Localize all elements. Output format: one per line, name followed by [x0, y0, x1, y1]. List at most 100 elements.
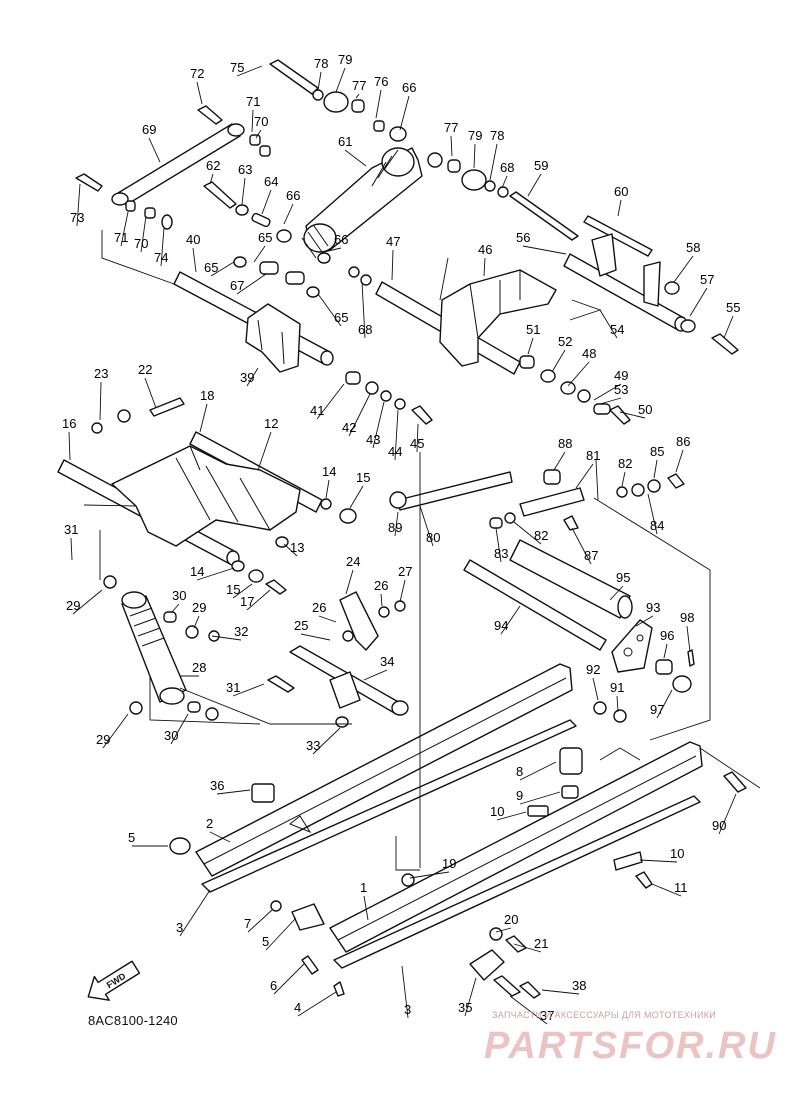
callout-90[interactable]: 90: [712, 818, 726, 833]
callout-64[interactable]: 64: [264, 174, 278, 189]
callout-34[interactable]: 34: [380, 654, 394, 669]
callout-88[interactable]: 88: [558, 436, 572, 451]
callout-65[interactable]: 65: [258, 230, 272, 245]
callout-20[interactable]: 20: [504, 912, 518, 927]
callout-4[interactable]: 4: [294, 1000, 301, 1015]
callout-81[interactable]: 81: [586, 448, 600, 463]
callout-33[interactable]: 33: [306, 738, 320, 753]
callout-58[interactable]: 58: [686, 240, 700, 255]
callout-54[interactable]: 54: [610, 322, 624, 337]
callout-13[interactable]: 13: [290, 540, 304, 555]
callout-84[interactable]: 84: [650, 518, 664, 533]
callout-80[interactable]: 80: [426, 530, 440, 545]
callout-15[interactable]: 15: [226, 582, 240, 597]
callout-57[interactable]: 57: [700, 272, 714, 287]
callout-68[interactable]: 68: [358, 322, 372, 337]
callout-29[interactable]: 29: [96, 732, 110, 747]
callout-12[interactable]: 12: [264, 416, 278, 431]
callout-6[interactable]: 6: [270, 978, 277, 993]
callout-95[interactable]: 95: [616, 570, 630, 585]
callout-79[interactable]: 79: [338, 52, 352, 67]
callout-71[interactable]: 71: [246, 94, 260, 109]
callout-55[interactable]: 55: [726, 300, 740, 315]
callout-31[interactable]: 31: [64, 522, 78, 537]
callout-31[interactable]: 31: [226, 680, 240, 695]
callout-70[interactable]: 70: [134, 236, 148, 251]
callout-66[interactable]: 66: [334, 232, 348, 247]
callout-19[interactable]: 19: [442, 856, 456, 871]
callout-91[interactable]: 91: [610, 680, 624, 695]
callout-69[interactable]: 69: [142, 122, 156, 137]
callout-38[interactable]: 38: [572, 978, 586, 993]
callout-65[interactable]: 65: [334, 310, 348, 325]
callout-5[interactable]: 5: [128, 830, 135, 845]
callout-98[interactable]: 98: [680, 610, 694, 625]
callout-36[interactable]: 36: [210, 778, 224, 793]
callout-48[interactable]: 48: [582, 346, 596, 361]
callout-52[interactable]: 52: [558, 334, 572, 349]
callout-14[interactable]: 14: [322, 464, 336, 479]
callout-97[interactable]: 97: [650, 702, 664, 717]
callout-26[interactable]: 26: [312, 600, 326, 615]
callout-39[interactable]: 39: [240, 370, 254, 385]
callout-63[interactable]: 63: [238, 162, 252, 177]
callout-5[interactable]: 5: [262, 934, 269, 949]
callout-78[interactable]: 78: [490, 128, 504, 143]
callout-21[interactable]: 21: [534, 936, 548, 951]
callout-35[interactable]: 35: [458, 1000, 472, 1015]
callout-67[interactable]: 67: [230, 278, 244, 293]
callout-22[interactable]: 22: [138, 362, 152, 377]
callout-77[interactable]: 77: [352, 78, 366, 93]
callout-66[interactable]: 66: [402, 80, 416, 95]
callout-24[interactable]: 24: [346, 554, 360, 569]
callout-15[interactable]: 15: [356, 470, 370, 485]
callout-18[interactable]: 18: [200, 388, 214, 403]
callout-30[interactable]: 30: [164, 728, 178, 743]
callout-85[interactable]: 85: [650, 444, 664, 459]
callout-30[interactable]: 30: [172, 588, 186, 603]
callout-14[interactable]: 14: [190, 564, 204, 579]
callout-50[interactable]: 50: [638, 402, 652, 417]
callout-79[interactable]: 79: [468, 128, 482, 143]
callout-65[interactable]: 65: [204, 260, 218, 275]
callout-71[interactable]: 71: [114, 230, 128, 245]
callout-61[interactable]: 61: [338, 134, 352, 149]
callout-87[interactable]: 87: [584, 548, 598, 563]
callout-70[interactable]: 70: [254, 114, 268, 129]
callout-76[interactable]: 76: [374, 74, 388, 89]
callout-41[interactable]: 41: [310, 403, 324, 418]
callout-47[interactable]: 47: [386, 234, 400, 249]
callout-7[interactable]: 7: [244, 916, 251, 931]
callout-93[interactable]: 93: [646, 600, 660, 615]
callout-11[interactable]: 11: [674, 880, 688, 895]
callout-28[interactable]: 28: [192, 660, 206, 675]
callout-72[interactable]: 72: [190, 66, 204, 81]
callout-10[interactable]: 10: [670, 846, 684, 861]
callout-94[interactable]: 94: [494, 618, 508, 633]
callout-8[interactable]: 8: [516, 764, 523, 779]
callout-60[interactable]: 60: [614, 184, 628, 199]
callout-42[interactable]: 42: [342, 420, 356, 435]
callout-44[interactable]: 44: [388, 444, 402, 459]
callout-82[interactable]: 82: [618, 456, 632, 471]
callout-43[interactable]: 43: [366, 432, 380, 447]
callout-45[interactable]: 45: [410, 436, 424, 451]
callout-2[interactable]: 2: [206, 816, 213, 831]
callout-27[interactable]: 27: [398, 564, 412, 579]
callout-75[interactable]: 75: [230, 60, 244, 75]
callout-40[interactable]: 40: [186, 232, 200, 247]
callout-16[interactable]: 16: [62, 416, 76, 431]
callout-92[interactable]: 92: [586, 662, 600, 677]
callout-51[interactable]: 51: [526, 322, 540, 337]
callout-62[interactable]: 62: [206, 158, 220, 173]
callout-74[interactable]: 74: [154, 250, 168, 265]
callout-26[interactable]: 26: [374, 578, 388, 593]
callout-37[interactable]: 37: [540, 1008, 554, 1023]
callout-66[interactable]: 66: [286, 188, 300, 203]
callout-59[interactable]: 59: [534, 158, 548, 173]
callout-73[interactable]: 73: [70, 210, 84, 225]
callout-9[interactable]: 9: [516, 788, 523, 803]
callout-82[interactable]: 82: [534, 528, 548, 543]
callout-53[interactable]: 53: [614, 382, 628, 397]
callout-32[interactable]: 32: [234, 624, 248, 639]
